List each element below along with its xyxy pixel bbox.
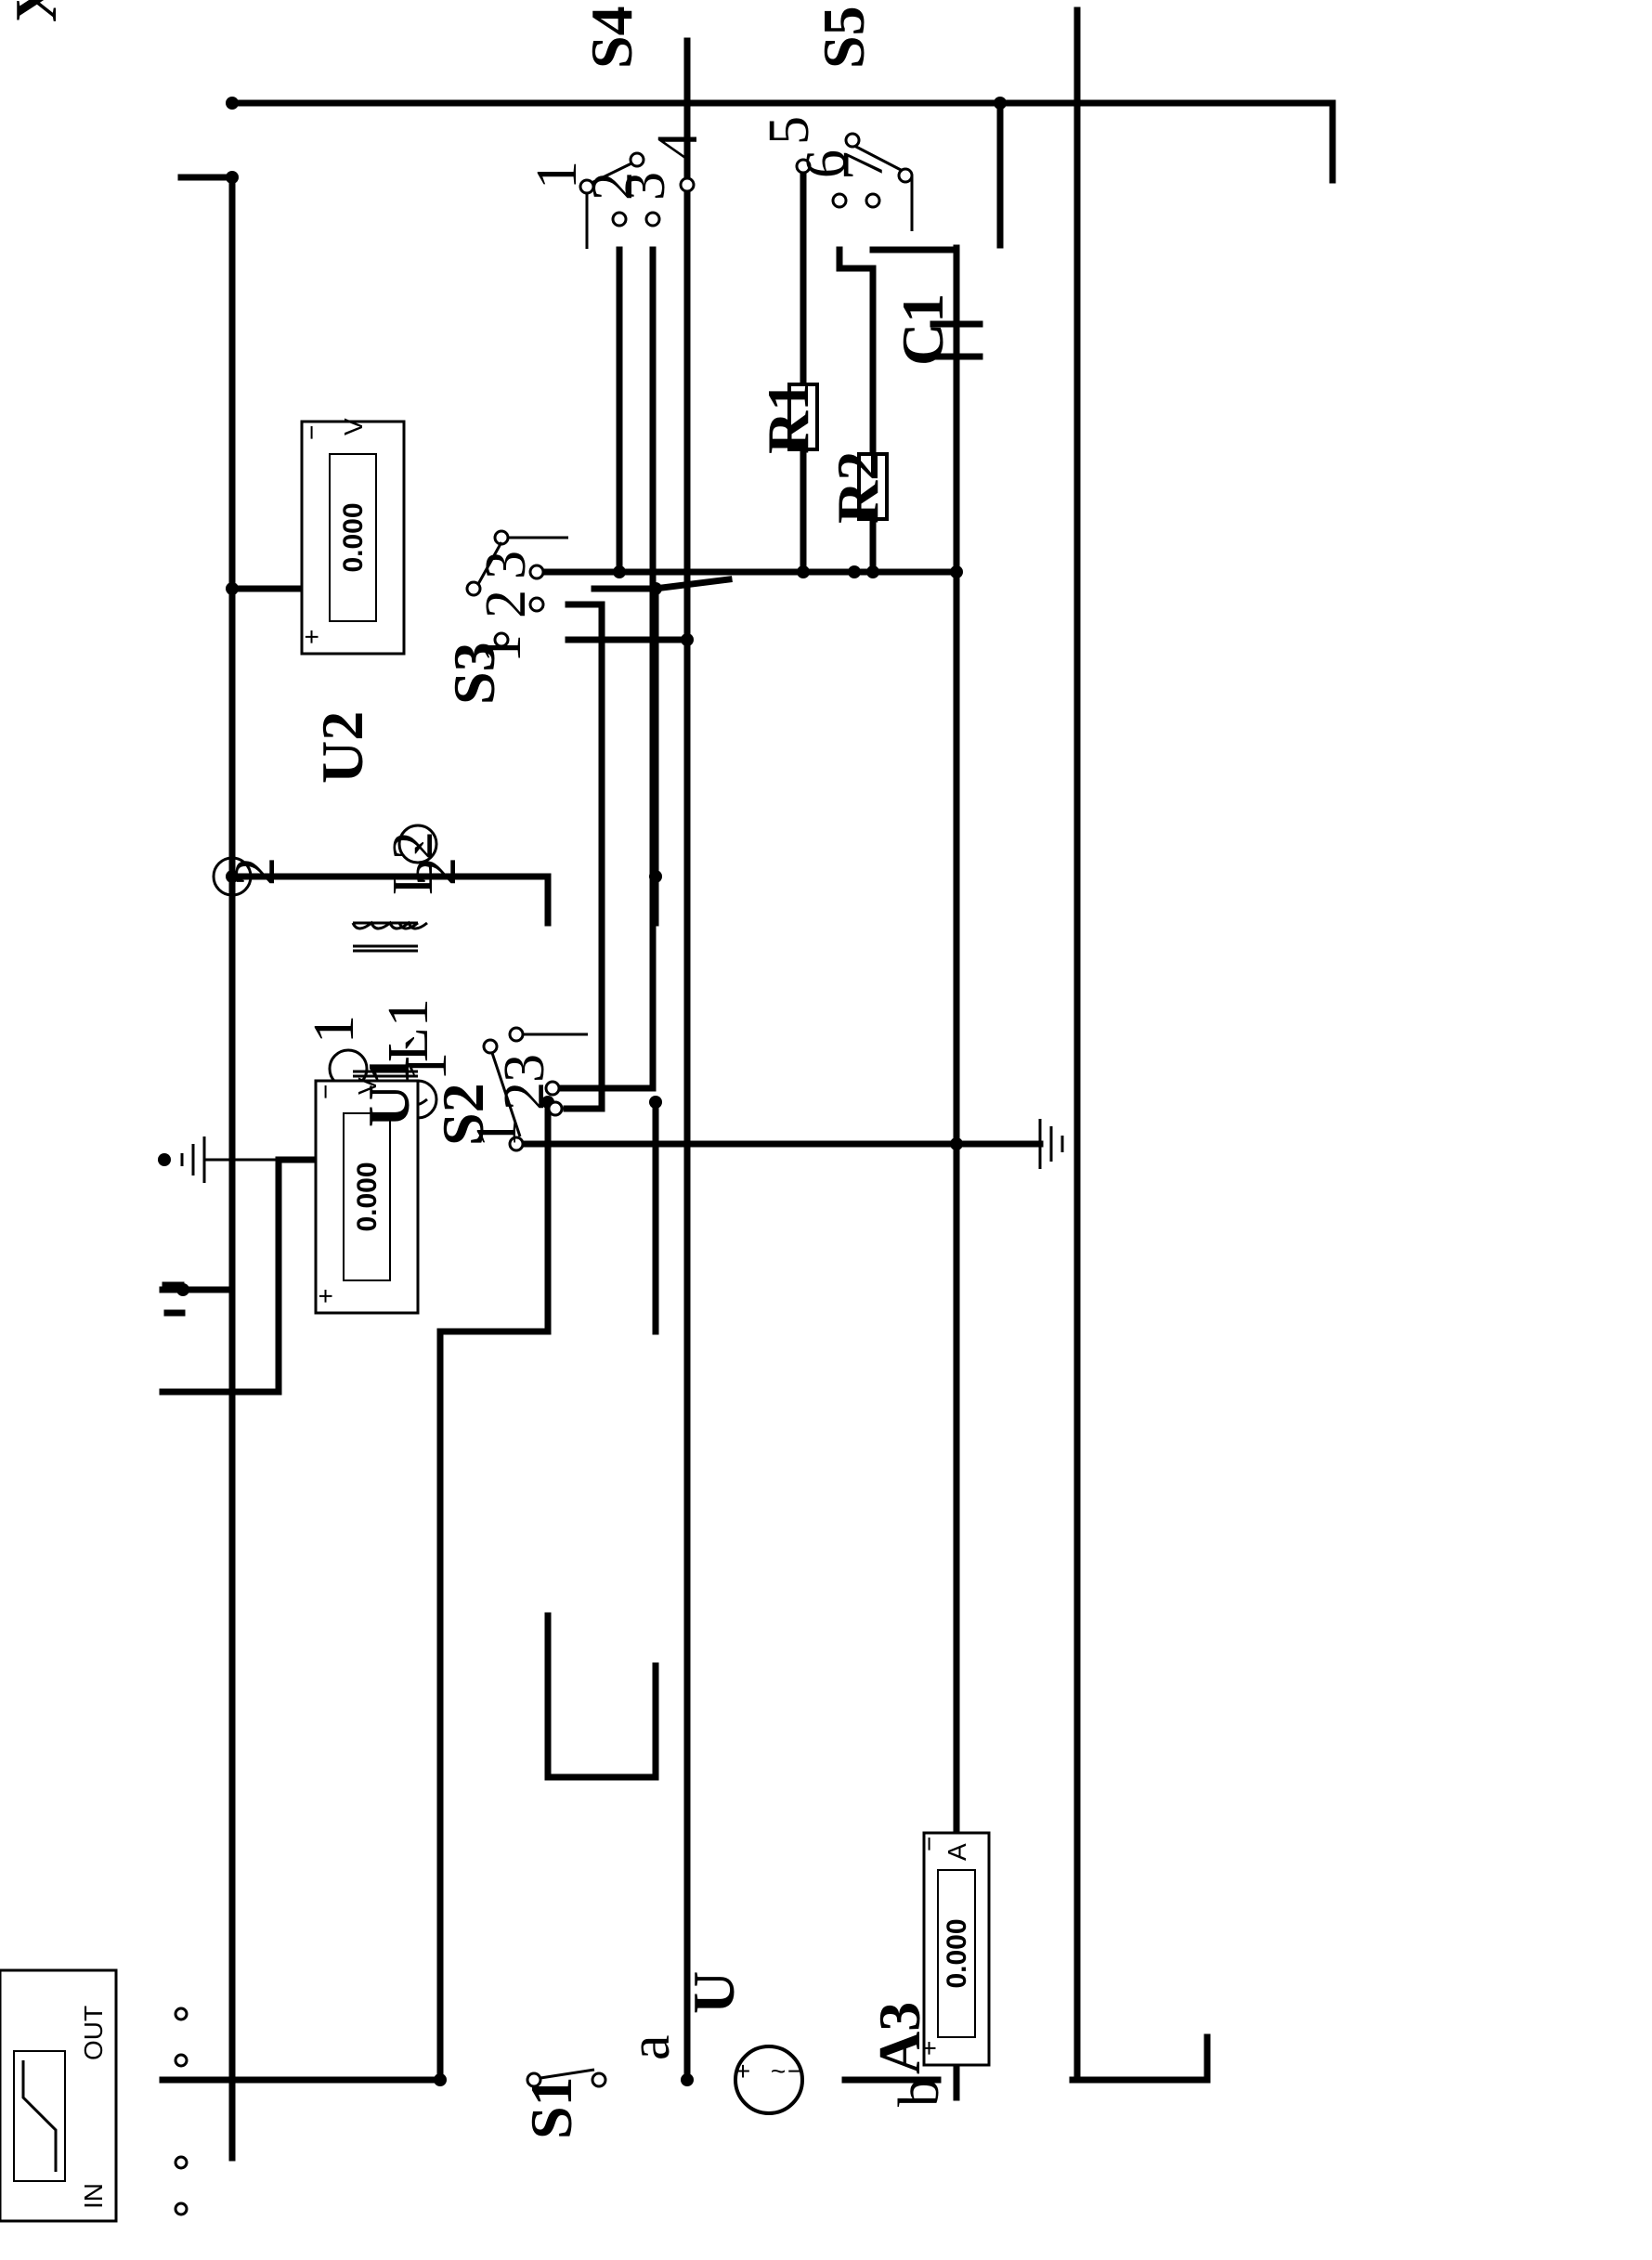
s4-pos-3: 3 — [614, 172, 677, 201]
label-a: a — [618, 2034, 682, 2060]
label-b: b — [888, 2078, 951, 2107]
label-l2: L2 — [382, 831, 445, 895]
meter-u1-plus: + — [311, 1289, 340, 1304]
source-plus-label: + — [735, 2057, 750, 2085]
meter-u1: 0.000 + − V — [311, 1077, 420, 1315]
s5-pos-7: 7 — [832, 151, 895, 180]
label-xbp1: XBP1 — [3, 0, 69, 22]
s3-pos-3: 3 — [475, 551, 538, 579]
capacitor-c1 — [930, 320, 983, 360]
label-a3: A3 — [866, 2002, 932, 2074]
label-s5: S5 — [811, 6, 877, 69]
xbp1-in-label: IN — [79, 2183, 108, 2209]
s4-pos-2: 2 — [581, 172, 644, 201]
meter-u2-plus: + — [297, 630, 326, 644]
s3-pos-2: 2 — [475, 590, 538, 618]
labels: S4 S5 S3 S2 S1 U2 U1 A3 L2 L1 R1 R2 C1 U… — [3, 0, 956, 2139]
meter-a3: 0.000 + − A — [915, 1831, 991, 2067]
meter-u1-minus: − — [311, 1085, 340, 1099]
s5-pos-6: 6 — [795, 149, 858, 178]
label-u1: U1 — [356, 1055, 422, 1127]
meter-u1-unit: V — [353, 1077, 382, 1095]
label-s2: S2 — [430, 1083, 496, 1146]
meter-u1-value: 0.000 — [352, 1162, 383, 1231]
meter-u2: 0.000 + − V — [297, 418, 406, 656]
source-tilde: ~ — [771, 2057, 786, 2085]
switch-s2[interactable] — [482, 1026, 588, 1152]
label-terminal-1: 1 — [303, 1015, 366, 1044]
switch-s3[interactable] — [465, 529, 568, 648]
s5-pos-5: 5 — [758, 116, 821, 145]
xbp1-block: IN OUT — [0, 1968, 189, 2223]
wires — [159, 6, 1336, 2162]
label-terminal-1p: 1` — [396, 1033, 459, 1081]
meter-u2-unit: V — [339, 418, 368, 435]
meter-a3-minus: − — [915, 1837, 943, 1851]
label-s1: S1 — [518, 2076, 584, 2139]
label-s3: S3 — [441, 642, 507, 705]
label-terminal-2p: 2` — [405, 838, 468, 886]
ac-source: + − ~ — [734, 2045, 804, 2115]
meter-a3-value: 0.000 — [942, 1918, 972, 1988]
label-r1: R1 — [755, 382, 821, 454]
ground-symbol-right — [1036, 1119, 1064, 1169]
label-r2: R2 — [825, 451, 891, 524]
label-u: U — [681, 1971, 747, 2014]
label-s4: S4 — [579, 6, 644, 69]
ground-symbol-left — [180, 1136, 279, 1183]
switch-s4[interactable] — [579, 151, 696, 249]
s4-pos-4: 4 — [646, 131, 709, 160]
source-minus-label: − — [787, 2057, 802, 2085]
resistor-r1 — [787, 383, 819, 451]
label-terminal-2: 2 — [224, 857, 287, 886]
s2-pos-1: 1 — [465, 1119, 528, 1148]
switch-s1[interactable] — [526, 2068, 607, 2088]
s4-pos-1: 1 — [526, 161, 589, 189]
label-c1: C1 — [890, 293, 956, 366]
label-l1: L1 — [377, 998, 440, 1062]
s2-pos-3: 3 — [493, 1054, 556, 1083]
junction-dots — [158, 97, 1007, 2086]
meter-u2-value: 0.000 — [338, 502, 369, 572]
s2-pos-2: 2 — [493, 1082, 556, 1111]
s3-pos-1: 1 — [470, 634, 533, 663]
switch-s5[interactable] — [795, 132, 914, 231]
resistor-r2 — [857, 452, 889, 521]
meter-a3-unit: A — [943, 1843, 971, 1861]
meter-u2-minus: − — [297, 425, 326, 440]
label-u2: U2 — [309, 711, 375, 784]
xbp1-out-label: OUT — [79, 2006, 108, 2060]
meter-a3-plus: + — [915, 2041, 943, 2056]
